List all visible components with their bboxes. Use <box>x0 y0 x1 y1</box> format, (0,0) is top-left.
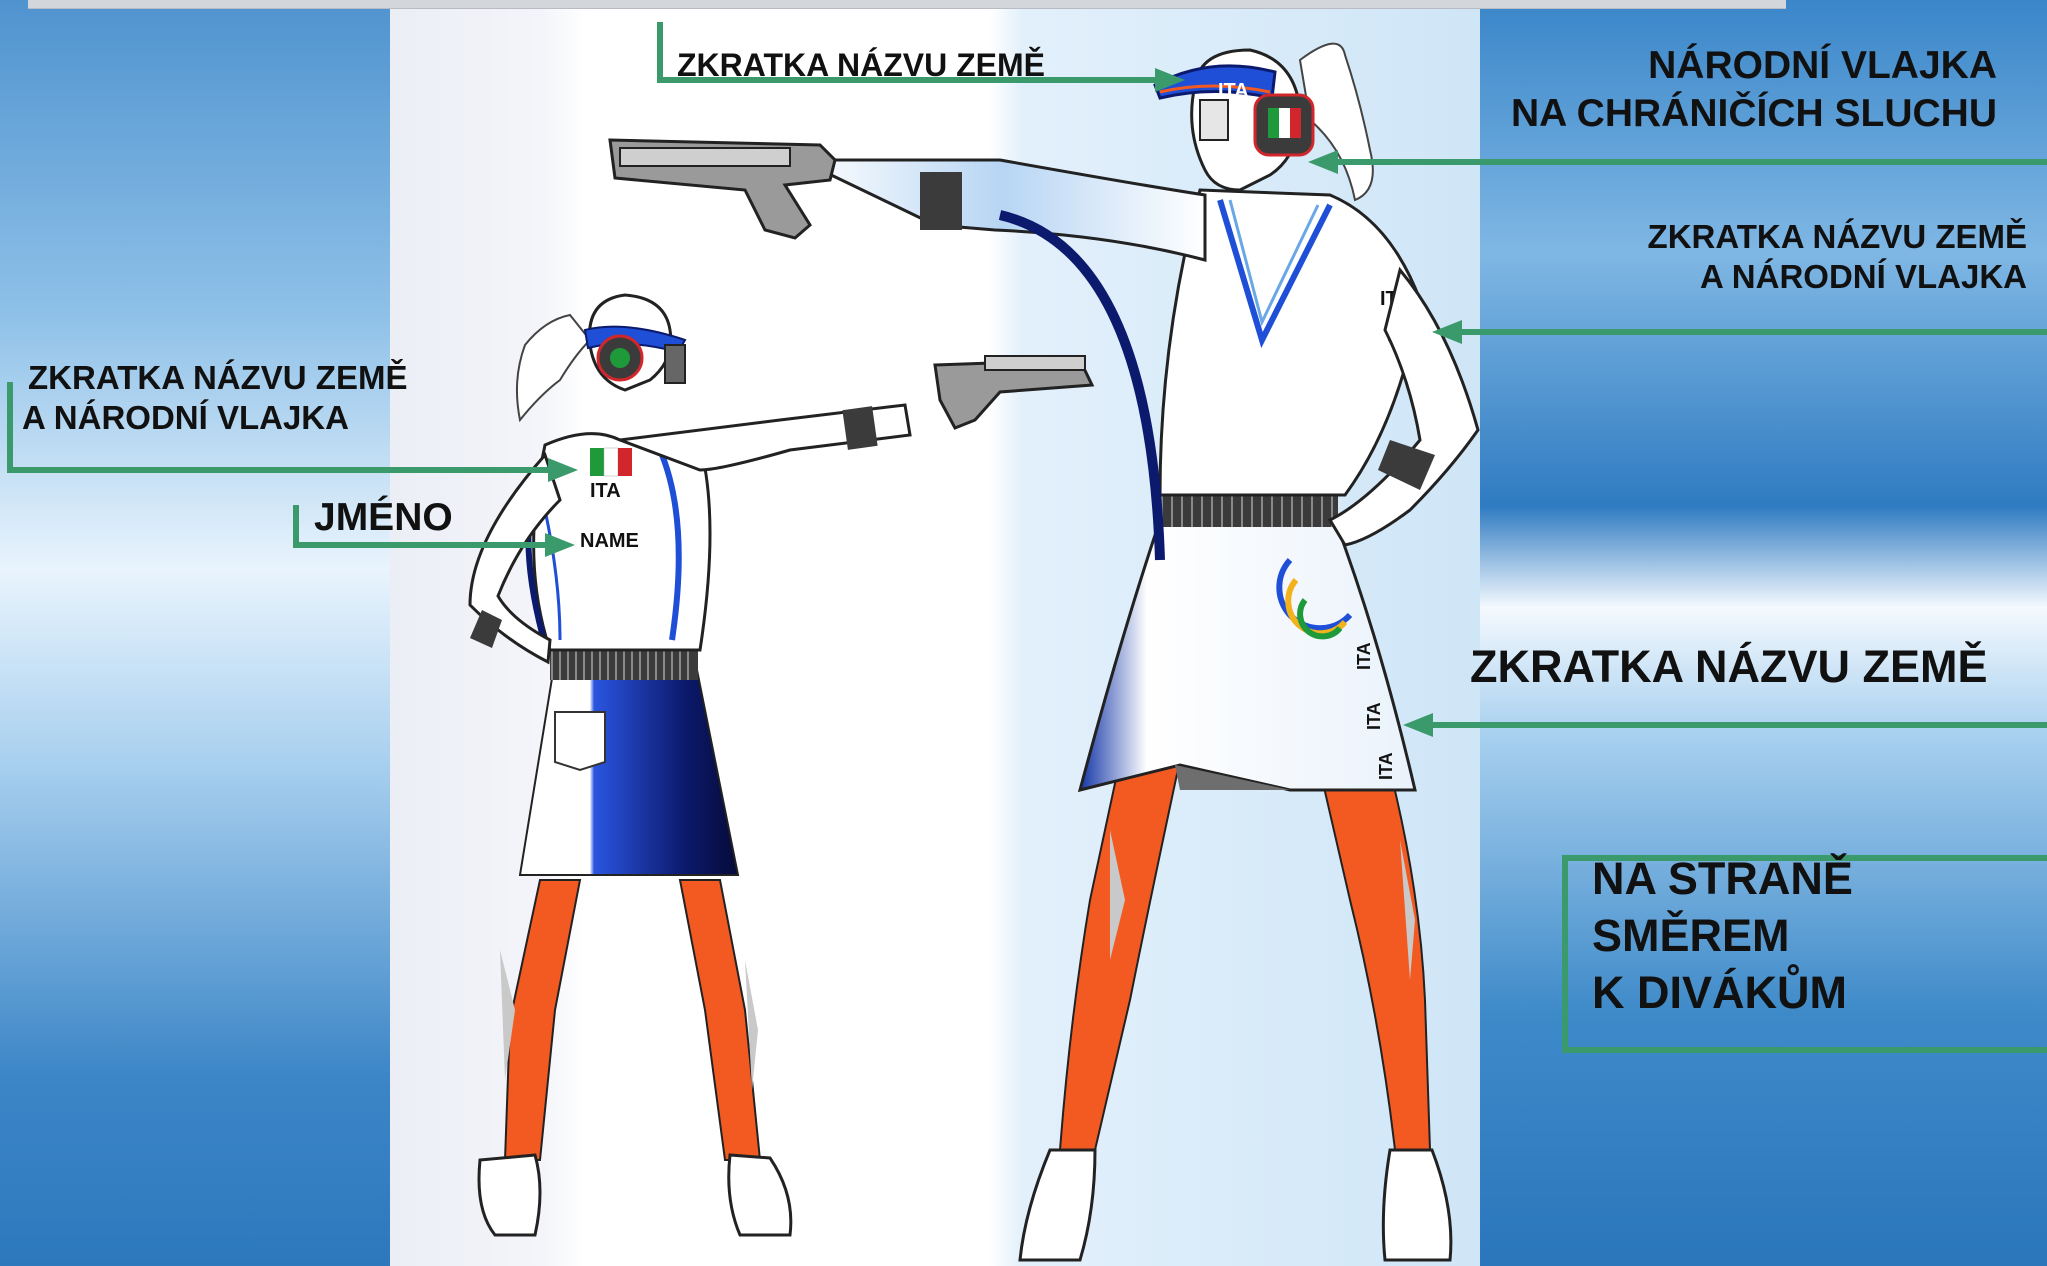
label-sleeve-code-flag: ZKRATKA NÁZVU ZEMĚ A NÁRODNÍ VLAJKA <box>1648 217 2027 298</box>
shoe <box>1020 1150 1095 1260</box>
label-side-to-spectators: NA STRANĚ SMĚREM K DIVÁKŮM <box>1592 850 1853 1021</box>
label-back-code-flag: ZKRATKA NÁZVU ZEMĚ A NÁRODNÍ VLAJKA <box>22 358 407 439</box>
country-code-back: ITA <box>590 480 621 502</box>
shoe <box>729 1155 791 1235</box>
label-sleeve-code-flag-line1: ZKRATKA NÁZVU ZEMĚ <box>1648 217 2027 257</box>
country-code-visor: ITA <box>1218 80 1249 102</box>
label-ear-protector-flag-line2: NA CHRÁNIČÍCH SLUCHU <box>1511 90 1997 138</box>
skirt-pocket <box>555 712 605 770</box>
right-leg-back <box>680 880 760 1160</box>
flag-back <box>590 448 632 476</box>
flag-ear-protector <box>1268 108 1301 138</box>
label-skirt-country-code: ZKRATKA NÁZVU ZEMĚ <box>1470 640 1987 695</box>
back-view-shooter: ITA NAME <box>470 295 1092 1235</box>
glasses-back <box>665 345 685 383</box>
left-leg-front <box>1060 760 1180 1150</box>
label-sleeve-code-flag-line2: A NÁRODNÍ VLAJKA <box>1648 257 2027 297</box>
label-back-code-flag-line1: ZKRATKA NÁZVU ZEMĚ <box>22 358 407 398</box>
shoe <box>479 1155 540 1235</box>
ponytail <box>517 315 590 420</box>
label-side-line1: NA STRANĚ <box>1592 850 1853 907</box>
label-name: JMÉNO <box>314 494 453 542</box>
right-leg-front <box>1320 770 1430 1150</box>
country-code-skirt: ITA <box>1376 752 1396 780</box>
left-leg-back <box>505 880 580 1160</box>
glasses-front <box>1200 100 1228 140</box>
cuff <box>920 172 962 230</box>
label-ear-protector-flag-line1: NÁRODNÍ VLAJKA <box>1511 42 1997 90</box>
country-code-skirt: ITA <box>1354 642 1374 670</box>
label-top-country-code: ZKRATKA NÁZVU ZEMĚ <box>677 46 1045 85</box>
label-side-line3: K DIVÁKŮM <box>1592 964 1853 1021</box>
label-back-code-flag-line2: A NÁRODNÍ VLAJKA <box>22 398 407 438</box>
skirt-back <box>520 660 738 875</box>
country-code-skirt: ITA <box>1364 702 1384 730</box>
label-side-line2: SMĚREM <box>1592 907 1853 964</box>
name-tag: NAME <box>580 530 639 552</box>
extended-arm-front <box>800 160 1205 260</box>
label-ear-protector-flag: NÁRODNÍ VLAJKA NA CHRÁNIČÍCH SLUCHU <box>1511 42 1997 137</box>
shoe <box>1383 1150 1451 1260</box>
